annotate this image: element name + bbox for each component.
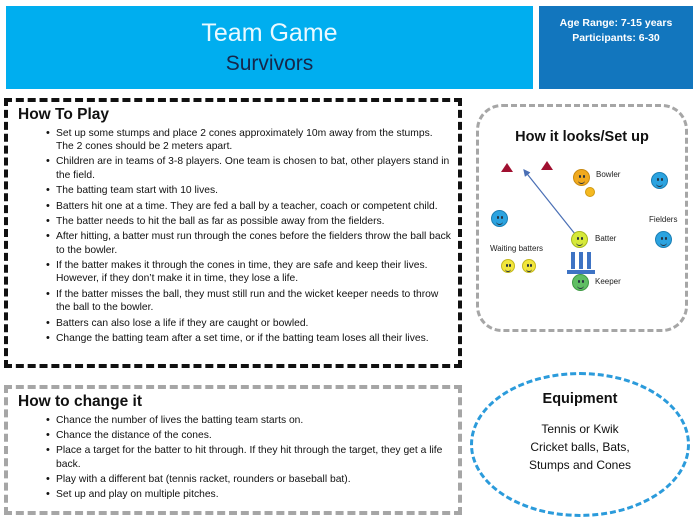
list-item: Set up some stumps and place 2 cones app… — [46, 126, 452, 154]
fielders-label: Fielders — [649, 215, 678, 224]
batter-face-icon — [571, 231, 588, 248]
equipment-line: Cricket balls, Bats, — [530, 440, 630, 454]
list-item: Place a target for the batter to hit thr… — [46, 443, 452, 471]
list-item: Set up and play on multiple pitches. — [46, 487, 452, 502]
list-item: The batter needs to hit the ball as far … — [46, 214, 452, 229]
waiting-batter-face-icon — [501, 259, 515, 273]
cone-icon — [501, 163, 513, 172]
setup-diagram: Bowler Fielders Batter Keeper — [479, 107, 691, 335]
age-range-text: Age Range: 7-15 years — [559, 17, 673, 29]
waiting-batter-face-icon — [522, 259, 536, 273]
game-name-subtitle: Survivors — [225, 51, 314, 75]
bowler-face-icon — [573, 169, 590, 186]
how-to-play-heading: How To Play — [18, 106, 110, 123]
equipment-line: Stumps and Cones — [528, 458, 632, 472]
list-item: Batters can also lose a life if they are… — [46, 316, 452, 331]
game-category-title: Team Game — [201, 19, 338, 48]
how-it-looks-setup-box: How it looks/Set up Bowler Fielders — [476, 104, 688, 332]
list-item: Batters hit one at a time. They are fed … — [46, 199, 452, 214]
waiting-batters-label: Waiting batters — [490, 244, 544, 253]
fielder-face-icon — [655, 231, 672, 248]
equipment-box: Equipment Tennis or Kwik Cricket balls, … — [470, 372, 690, 517]
list-item: Chance the distance of the cones. — [46, 428, 452, 443]
keeper-face-icon — [572, 274, 589, 291]
list-item: Play with a different bat (tennis racket… — [46, 472, 452, 487]
stumps-icon — [567, 252, 595, 274]
list-item: Chance the number of lives the batting t… — [46, 413, 452, 428]
equipment-line: Tennis or Kwik — [541, 422, 619, 436]
list-item: If the batter misses the ball, they must… — [46, 287, 452, 315]
batter-label: Batter — [595, 234, 617, 243]
setup-heading: How it looks/Set up — [515, 129, 649, 145]
list-item: The batting team start with 10 lives. — [46, 183, 452, 198]
bowler-label: Bowler — [596, 170, 621, 179]
how-to-change-it-list: Chance the number of lives the batting t… — [16, 413, 452, 502]
list-item: After hitting, a batter must run through… — [46, 229, 452, 257]
list-item: Change the batting team after a set time… — [46, 331, 452, 346]
participants-text: Participants: 6-30 — [572, 32, 660, 45]
ball-icon — [585, 187, 595, 197]
cone-icon — [541, 161, 553, 170]
how-to-play-box: How To Play Set up some stumps and place… — [4, 98, 462, 368]
run-direction-arrow-icon — [523, 169, 580, 240]
fielder-face-icon — [491, 210, 508, 227]
list-item: Children are in teams of 3-8 players. On… — [46, 154, 452, 182]
header-title-band: Team Game Survivors — [6, 6, 533, 89]
header-info-band: Age Range: 7-15 years Participants: 6-30 — [539, 6, 693, 89]
list-item: If the batter makes it through the cones… — [46, 258, 452, 286]
how-to-play-list: Set up some stumps and place 2 cones app… — [16, 126, 452, 346]
keeper-label: Keeper — [595, 277, 621, 286]
equipment-heading: Equipment — [542, 391, 618, 407]
how-to-change-it-heading: How to change it — [18, 393, 142, 410]
how-to-change-it-box: How to change it Chance the number of li… — [4, 385, 462, 515]
fielder-face-icon — [651, 172, 668, 189]
